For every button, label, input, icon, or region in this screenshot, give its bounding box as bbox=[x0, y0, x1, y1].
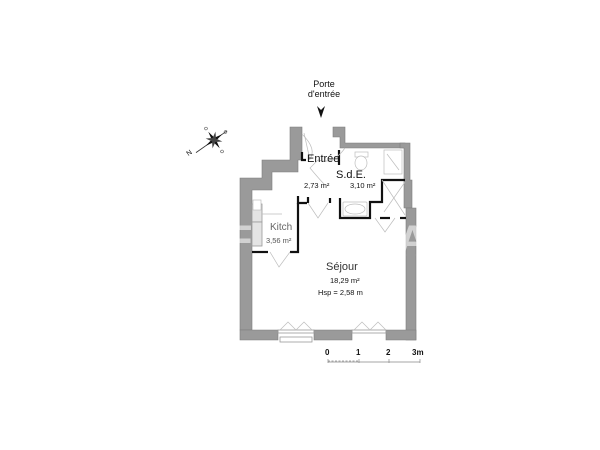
entrance-label: Porte d'entrée bbox=[296, 79, 352, 99]
toilet-bowl bbox=[354, 155, 368, 171]
entrance-label-line2: d'entrée bbox=[307, 89, 341, 99]
sink-basin bbox=[344, 203, 366, 215]
watermark: A bbox=[398, 218, 427, 262]
compass-rose-icon bbox=[195, 126, 228, 154]
scale-tick-2: 2 bbox=[386, 348, 391, 357]
entrance-label-line1: Porte bbox=[313, 79, 335, 89]
room-kitchen-area: 3,56 m² bbox=[266, 236, 292, 245]
kitchen-unit bbox=[252, 199, 262, 211]
room-kitchen-name: Kitch bbox=[270, 222, 293, 233]
scale-bar bbox=[327, 359, 421, 363]
window-swings bbox=[279, 321, 387, 331]
door-swings bbox=[269, 132, 406, 268]
scale-tick-3m: 3m bbox=[412, 348, 424, 357]
watermark: F bbox=[228, 218, 253, 262]
room-sde-area: 3,10 m² bbox=[350, 181, 376, 190]
windows bbox=[251, 203, 416, 343]
room-sejour-area: 18,29 m² bbox=[330, 276, 360, 285]
room-sde-name: S.d.E. bbox=[336, 169, 366, 181]
down-arrow-icon bbox=[317, 106, 325, 118]
exterior-walls bbox=[239, 126, 417, 341]
room-entree-name: Entrée bbox=[307, 153, 340, 165]
bathroom-fixtures bbox=[252, 149, 403, 217]
room-sejour-height: Hsp = 2,58 m bbox=[318, 288, 363, 297]
scale-tick-0: 0 bbox=[325, 348, 330, 357]
scale-tick-1: 1 bbox=[356, 348, 361, 357]
room-sejour-name: Séjour bbox=[326, 261, 358, 273]
room-entree-area: 2,73 m² bbox=[304, 181, 330, 190]
